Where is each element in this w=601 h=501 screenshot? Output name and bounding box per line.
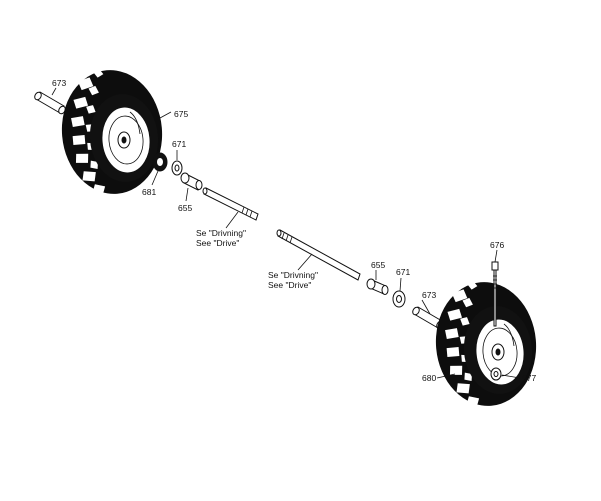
label-676: 676 bbox=[490, 240, 504, 250]
leader-lines bbox=[51, 87, 521, 379]
label-673-top-left: 673 bbox=[52, 78, 66, 88]
note-axle-left-line2: See "Drive" bbox=[196, 238, 239, 248]
label-677: 677 bbox=[522, 373, 536, 383]
washer-left-inner bbox=[152, 152, 168, 172]
axle-right bbox=[276, 229, 361, 281]
axle-left bbox=[202, 187, 259, 221]
tire-left bbox=[61, 63, 163, 197]
label-655-right: 655 bbox=[371, 260, 385, 270]
pin-top-left bbox=[34, 91, 66, 115]
note-axle-right-line2: See "Drive" bbox=[268, 280, 311, 290]
label-680: 680 bbox=[422, 373, 436, 383]
nut-right bbox=[490, 367, 502, 381]
bushing-left bbox=[180, 172, 203, 191]
bushing-right bbox=[366, 278, 389, 295]
note-axle-right-line1: Se "Drivning" bbox=[268, 270, 318, 280]
washer-right bbox=[392, 290, 406, 308]
label-675: 675 bbox=[174, 109, 188, 119]
label-671-right: 671 bbox=[396, 267, 410, 277]
tire-right bbox=[435, 275, 537, 409]
label-673-right: 673 bbox=[422, 290, 436, 300]
label-681: 681 bbox=[142, 187, 156, 197]
washer-left-outer bbox=[171, 160, 183, 176]
note-axle-left-line1: Se "Drivning" bbox=[196, 228, 246, 238]
label-655-left: 655 bbox=[178, 203, 192, 213]
label-671-left: 671 bbox=[172, 139, 186, 149]
